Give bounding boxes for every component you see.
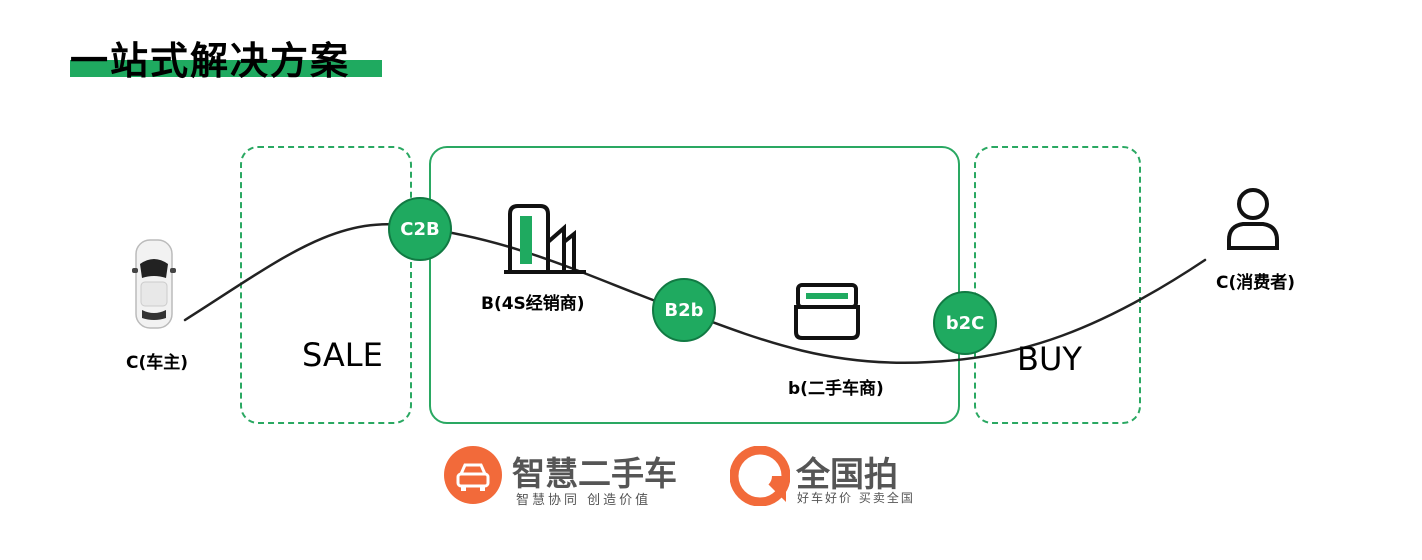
page-title: 一站式解决方案 — [70, 39, 351, 83]
dealer-4s-label: B(4S经销商) — [481, 294, 585, 314]
buy-zone-box — [974, 146, 1141, 424]
quanguopai-logo-icon — [730, 446, 790, 506]
dealer-zone-box — [429, 146, 960, 424]
zhihui-logo-tagline: 智慧协同 创造价值 — [516, 493, 652, 508]
c2b-node: C2B — [388, 197, 452, 261]
buy-label: BUY — [1017, 340, 1082, 378]
quanguopai-logo-name: 全国拍 — [796, 455, 898, 495]
quanguopai-logo-tagline: 好车好价 买卖全国 — [797, 491, 915, 505]
car-icon — [132, 239, 176, 329]
building-icon — [504, 204, 586, 274]
title-underline-bar — [70, 60, 382, 77]
box-icon — [794, 283, 860, 340]
owner-label: C(车主) — [126, 353, 189, 373]
zhihui-logo-icon — [444, 446, 502, 504]
used-car-dealer-label: b(二手车商) — [788, 379, 884, 399]
b2b-node: B2b — [652, 278, 716, 342]
zhihui-logo-name: 智慧二手车 — [512, 454, 677, 493]
sale-label: SALE — [302, 336, 383, 374]
b2c-node: b2C — [933, 291, 997, 355]
consumer-label: C(消费者) — [1216, 273, 1296, 293]
person-icon — [1227, 188, 1279, 250]
